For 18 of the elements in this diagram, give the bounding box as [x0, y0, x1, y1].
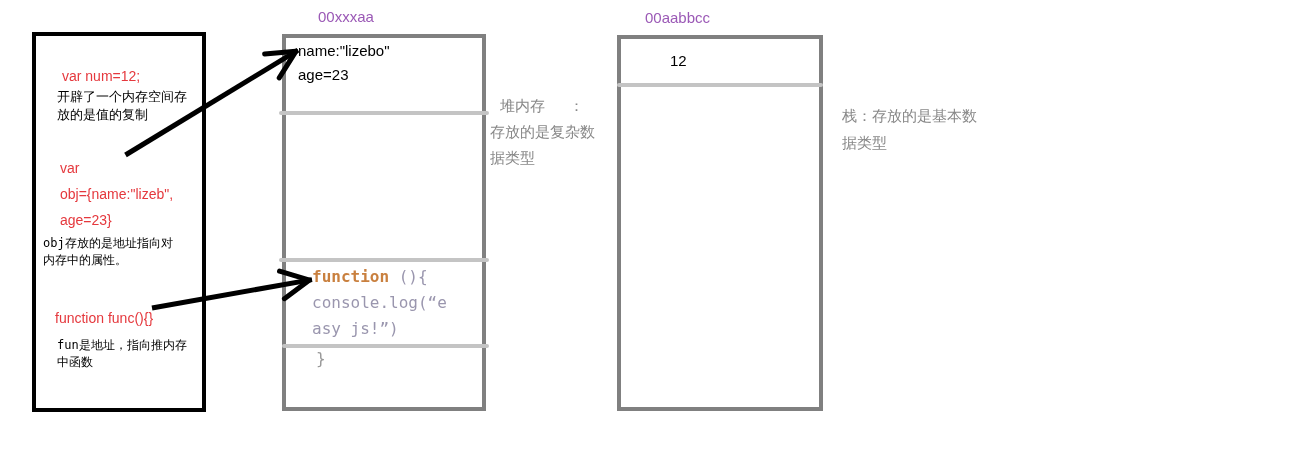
note-text: 开辟了一个内存空间存放的是值的复制: [57, 88, 188, 124]
arrow: [124, 47, 300, 158]
code-line: var obj={name:"lizeb", age=23}: [60, 159, 175, 230]
code-snippet: function (){ console.log(“easy js!”): [312, 266, 448, 340]
code-line: function func(){}: [55, 309, 154, 328]
value-text: age=23: [298, 65, 349, 85]
note-text: fun是地址，指向推内存中函数: [57, 337, 188, 371]
value-text: name:"lizebo": [298, 41, 390, 61]
address-label: 00xxxaa: [318, 7, 374, 27]
note-text: obj存放的是地址指向对内存中的属性。: [43, 235, 174, 269]
description-text: 堆内存 ：存放的是复杂数据类型: [490, 96, 596, 168]
address-label: 00aabbcc: [645, 8, 711, 28]
description-text: 栈：存放的是基本数据类型: [842, 106, 978, 153]
code-panel: [32, 32, 206, 412]
value-text: 12: [670, 51, 687, 71]
code-text: }: [316, 348, 326, 370]
arrow: [151, 268, 313, 311]
code-line: var num=12;: [62, 67, 141, 86]
